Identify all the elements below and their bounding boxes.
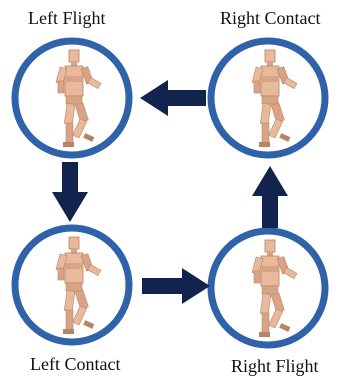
- stage-right-contact: [211, 41, 325, 155]
- label-left-contact: Left Contact: [30, 354, 120, 374]
- arrow-right-icon: [142, 268, 210, 304]
- label-left-flight: Left Flight: [28, 8, 106, 28]
- arrow-left-icon: [140, 80, 206, 116]
- label-right-contact: Right Contact: [220, 8, 321, 28]
- label-right-flight: Right Flight: [231, 356, 319, 376]
- stage-right-flight: [211, 231, 325, 345]
- stage-left-contact: [15, 228, 129, 342]
- arrow-down-icon: [52, 162, 88, 222]
- arrow-up-icon: [252, 166, 288, 228]
- stage-left-flight: [15, 41, 129, 155]
